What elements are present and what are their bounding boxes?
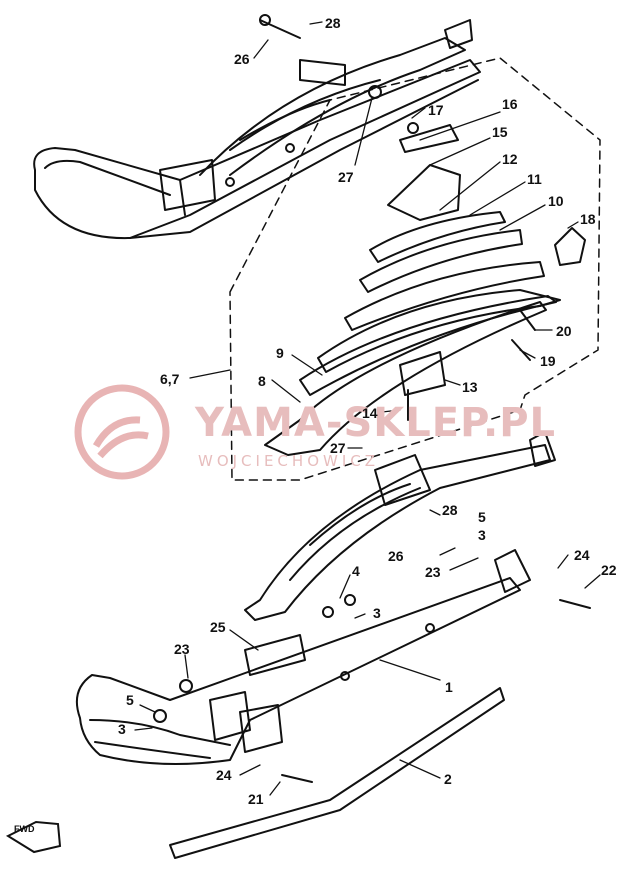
callout-9: 9	[276, 345, 284, 361]
callout-8: 8	[258, 373, 266, 389]
callout-14: 14	[362, 405, 378, 421]
exploded-outline	[229, 57, 601, 481]
callout-25: 25	[210, 619, 226, 635]
callout-3b: 3	[373, 605, 381, 621]
watermark-logo	[74, 384, 170, 480]
callout-3c: 3	[118, 721, 126, 737]
callout-27a: 27	[338, 169, 354, 185]
callout-24b: 24	[216, 767, 232, 783]
lower-ski	[76, 549, 591, 859]
callout-23a: 23	[425, 564, 441, 580]
callout-16: 16	[502, 96, 518, 112]
callout-6-7: 6,7	[160, 371, 180, 387]
callout-26b: 26	[388, 548, 404, 564]
callout-20: 20	[556, 323, 572, 339]
callout-26a: 26	[234, 51, 250, 67]
callout-27b: 27	[330, 440, 346, 456]
leaf-springs	[264, 122, 586, 456]
callout-4: 4	[352, 563, 360, 579]
callout-23b: 23	[174, 641, 190, 657]
callout-2: 2	[444, 771, 452, 787]
callout-1: 1	[445, 679, 453, 695]
callout-17: 17	[428, 102, 444, 118]
callout-28a: 28	[325, 15, 341, 31]
top-ski-assembly	[33, 14, 481, 240]
watermark-name: YAMA-SKLEP.PL	[195, 400, 557, 446]
callout-24a: 24	[574, 547, 590, 563]
callout-22: 22	[601, 562, 617, 578]
callout-18: 18	[580, 211, 596, 227]
callout-15: 15	[492, 124, 508, 140]
callout-13: 13	[462, 379, 478, 395]
callout-19: 19	[540, 353, 556, 369]
callout-21: 21	[248, 791, 264, 807]
callout-3a: 3	[478, 527, 486, 543]
callout-28b: 28	[442, 502, 458, 518]
watermark-sub: WOJCIECHOWICZ	[198, 452, 380, 470]
lower-spring-assembly	[244, 431, 556, 621]
callout-12: 12	[502, 151, 518, 167]
callout-5b: 5	[126, 692, 134, 708]
leader-lines	[134, 21, 601, 796]
fwd-label: FWD	[14, 824, 35, 834]
callout-11: 11	[527, 171, 542, 187]
callout-10: 10	[548, 193, 564, 209]
fwd-arrow-icon	[5, 820, 62, 854]
callout-5a: 5	[478, 509, 486, 525]
